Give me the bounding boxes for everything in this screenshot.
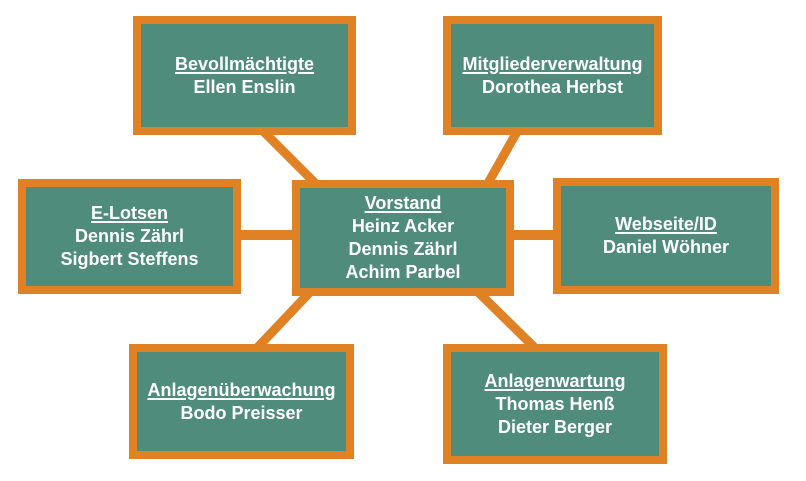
box-member: Dennis Zährl [348,239,458,259]
org-box-mitgliederverwaltung: Mitgliederverwaltung Dorothea Herbst [443,16,662,135]
box-member: Dorothea Herbst [481,76,624,97]
box-title: Vorstand [364,193,442,213]
box-member: Achim Parbel [345,262,461,282]
connector-vorstand-anlagenueberwachung [253,287,315,352]
org-box-anlagenueberwachung: Anlagenüberwachung Bodo Preisser [129,344,354,459]
org-box-anlagenwartung: Anlagenwartung Thomas Henß Dieter Berger [443,344,667,464]
box-title: Mitgliederverwaltung [462,53,643,74]
box-member: Bodo Preisser [180,402,303,423]
box-title: Webseite/ID [615,214,717,234]
box-member: Sigbert Steffens [60,249,199,269]
box-member: Dennis Zährl [74,226,185,246]
box-member: Thomas Henß [495,393,615,414]
connector-vorstand-anlagenwartung [473,287,539,352]
connector-vorstand-mitgliederverwaltung [483,127,522,188]
box-title: Bevollmächtigte [174,53,315,74]
org-box-e-lotsen: E-Lotsen Dennis Zährl Sigbert Steffens [18,179,241,294]
box-member: Dieter Berger [497,416,613,437]
box-member: Daniel Wöhner [602,237,729,257]
box-member: Heinz Acker [351,216,455,236]
org-box-vorstand: Vorstand Heinz Acker Dennis Zährl Achim … [292,180,514,296]
box-title: E-Lotsen [90,203,168,223]
box-title: Anlagenwartung [484,370,626,391]
org-box-bevollmaechtigte: Bevollmächtigte Ellen Enslin [133,16,356,135]
org-box-webseite-id: Webseite/ID Daniel Wöhner [553,178,779,294]
box-member: Ellen Enslin [193,76,296,97]
box-title: Anlagenüberwachung [147,379,336,400]
connector-vorstand-bevollmaechtigte [258,126,321,189]
